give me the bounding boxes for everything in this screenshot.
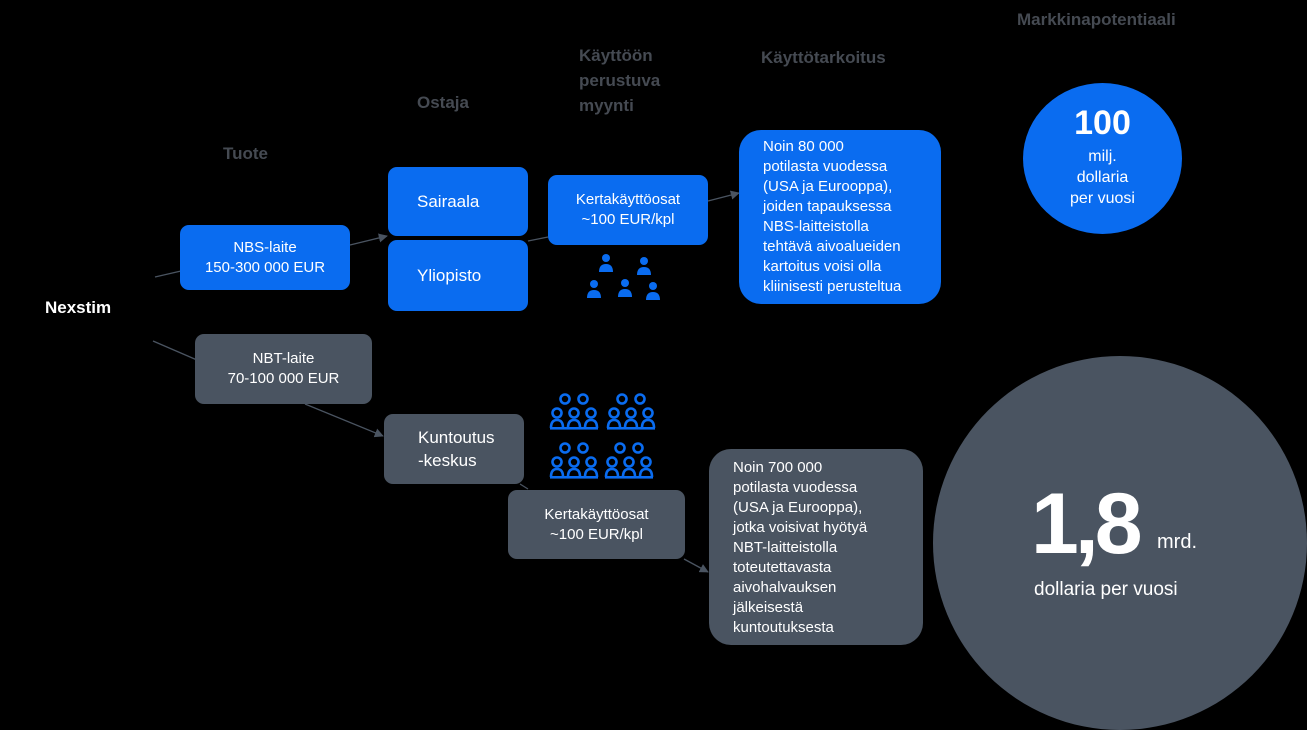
nbs-patients-icons <box>587 254 660 300</box>
buyer-rehab-box: Kuntoutus -keskus <box>384 414 524 484</box>
nbs-device-box: NBS-laite 150-300 000 EUR <box>180 225 350 290</box>
header-myynti: Käyttöön perustuva myynti <box>579 46 661 115</box>
line-nexstim-nbs <box>154 270 182 278</box>
person-icon <box>646 282 660 300</box>
nbt-consumables-box: Kertakäyttöosat ~100 EUR/kpl <box>508 490 685 559</box>
person-icon <box>599 254 613 272</box>
line-nbs-buyer <box>349 233 388 246</box>
header-kayttotarkoitus: Käyttötarkoitus <box>761 48 886 67</box>
line-consumables-purpose <box>707 190 740 202</box>
line-nbt-rehab <box>304 403 384 438</box>
group-icon <box>605 393 657 431</box>
nbt-market-suffix: mrd. <box>1157 531 1197 553</box>
buyer-hospital-box: Sairaala <box>388 167 528 236</box>
nbt-purpose-box: Noin 700 000 potilasta vuodessa (USA ja … <box>709 449 923 645</box>
header-tuote: Tuote <box>223 144 269 163</box>
group-icon <box>603 442 655 480</box>
header-ostaja: Ostaja <box>417 93 469 112</box>
nbs-market-unit: milj. dollaria per vuosi <box>1070 148 1135 207</box>
nbs-consumables-box: Kertakäyttöosat ~100 EUR/kpl <box>548 175 708 245</box>
person-icon <box>637 257 651 275</box>
nbt-market-value: 1,8 <box>1031 476 1143 572</box>
line-rehab-consumables <box>519 483 529 490</box>
line-consumables-purpose-2 <box>683 558 709 573</box>
nbt-market-unit: dollaria per vuosi <box>1034 579 1178 600</box>
nbs-purpose-box: Noin 80 000 potilasta vuodessa (USA ja E… <box>739 130 941 304</box>
nbt-market-circle: 1,8 mrd. dollaria per vuosi <box>933 356 1307 730</box>
nbs-market-circle: 100 milj. dollaria per vuosi <box>1023 83 1182 234</box>
nbt-patients-icons <box>549 393 657 480</box>
person-icon <box>618 279 632 297</box>
line-nexstim-nbt <box>152 340 198 361</box>
nbt-device-box: NBT-laite 70-100 000 EUR <box>195 334 372 404</box>
group-icon <box>549 442 600 480</box>
person-icon <box>587 280 601 298</box>
company-name: Nexstim <box>45 298 112 317</box>
line-buyer-consumables <box>527 236 549 242</box>
group-icon <box>549 393 600 431</box>
buyer-university-box: Yliopisto <box>388 240 528 311</box>
header-markkinapotentiaali: Markkinapotentiaali <box>1017 10 1176 29</box>
nbs-market-value: 100 <box>1074 104 1131 142</box>
connector-lines <box>152 190 740 573</box>
